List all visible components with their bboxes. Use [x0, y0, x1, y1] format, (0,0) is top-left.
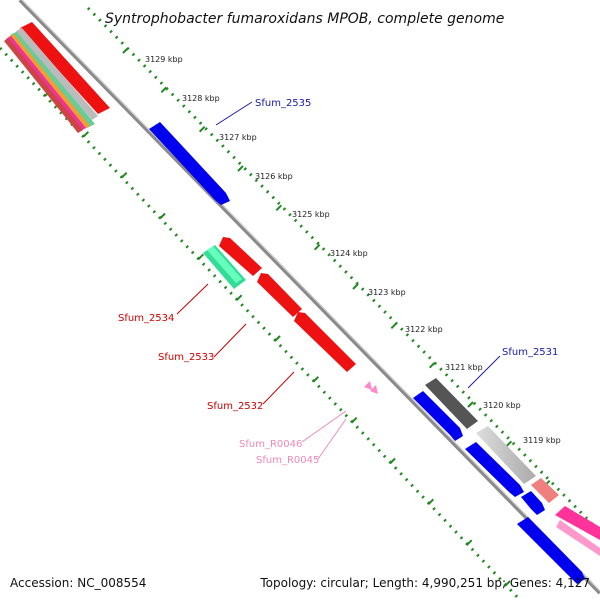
- scale-label: 3122 kbp: [405, 325, 443, 334]
- gene-arrow-sfum-2535: [149, 122, 230, 205]
- scale-tick: [427, 498, 435, 506]
- scale-tick: [122, 47, 129, 54]
- genome-backbone: [18, 0, 600, 595]
- gene-arrow: [413, 391, 463, 441]
- label-callouts: [176, 101, 501, 460]
- scale-tick: [120, 171, 128, 179]
- rna-genes: [364, 381, 378, 394]
- scale-tick: [313, 243, 321, 251]
- gene-block-highlight: [207, 246, 242, 283]
- genome-backbone-highlight: [21, 0, 600, 592]
- scale-label: 3121 kbp: [445, 363, 483, 372]
- scale-label: 3129 kbp: [145, 55, 183, 64]
- scale-label: 3127 kbp: [219, 133, 257, 142]
- genome-summary-text: Topology: circular; Length: 4,990,251 bp…: [260, 576, 590, 590]
- scale-tick: [428, 361, 436, 369]
- accession-text: Accession: NC_008554: [10, 576, 147, 590]
- scale-tick: [505, 440, 513, 448]
- scale-tick: [504, 580, 511, 587]
- scale-label: 3124 kbp: [330, 249, 368, 258]
- gene-block-sfum-2531: [425, 378, 478, 429]
- scale-tick: [159, 212, 166, 220]
- scale-tick: [197, 253, 205, 261]
- gene-block: [555, 506, 600, 540]
- gene-label-sfum-2535: Sfum_2535: [255, 98, 311, 109]
- feature-band-upper-left: [4, 22, 110, 133]
- forward-genes: [149, 122, 585, 584]
- outer-scale-ticks: [122, 47, 589, 526]
- gene-label-sfum-2533: Sfum_2533: [158, 352, 214, 363]
- rna-arrow-sfum-r0046: [364, 381, 372, 390]
- gene-label-sfum-r0045: Sfum_R0045: [256, 455, 319, 466]
- scale-tick: [274, 335, 281, 342]
- scale-tick: [389, 457, 396, 465]
- scale-label: 3125 kbp: [292, 210, 330, 219]
- scale-label: 3126 kbp: [255, 172, 293, 181]
- scale-label: 3120 kbp: [483, 401, 521, 410]
- scale-tick: [82, 131, 90, 138]
- gene-arrow-sfum-2533: [219, 237, 262, 276]
- scale-labels: 3129 kbp 3128 kbp 3127 kbp 3126 kbp 3125…: [145, 55, 561, 445]
- gene-label-sfum-2531: Sfum_2531: [502, 347, 558, 358]
- gene-labels: Sfum_2535 Sfum_2531 Sfum_2534 Sfum_2533 …: [118, 98, 558, 466]
- scale-label: 3119 kbp: [523, 436, 561, 445]
- scale-tick: [237, 165, 244, 172]
- scale-tick: [198, 125, 206, 133]
- scale-tick: [390, 322, 398, 330]
- gene-block: [556, 520, 600, 556]
- gene-arrow: [521, 491, 545, 515]
- map-title: Syntrophobacter fumaroxidans MPOB, compl…: [105, 11, 504, 27]
- rna-arrow-sfum-r0045: [370, 385, 378, 394]
- inner-scale-ticks: [44, 90, 511, 587]
- scale-tick: [465, 539, 473, 546]
- scale-label: 3123 kbp: [368, 288, 406, 297]
- gene-arrow: [257, 273, 302, 317]
- scale-label: 3128 kbp: [182, 94, 220, 103]
- scale-tick: [467, 401, 474, 408]
- scale-tick: [352, 283, 359, 290]
- gene-label-sfum-2532: Sfum_2532: [207, 401, 263, 412]
- scale-tick: [160, 86, 168, 94]
- outer-scale-line: [86, 6, 600, 534]
- gene-arrow-sfum-2532: [294, 312, 356, 372]
- gene-label-sfum-r0046: Sfum_R0046: [239, 439, 302, 450]
- scale-tick: [312, 376, 320, 383]
- scale-tick: [235, 294, 243, 301]
- scale-tick: [350, 416, 358, 424]
- gene-arrow: [517, 517, 585, 584]
- gene-label-sfum-2534: Sfum_2534: [118, 313, 174, 324]
- reverse-genes: [219, 237, 600, 556]
- gene-block: [531, 478, 559, 503]
- gene-block: [476, 426, 536, 484]
- scale-tick: [275, 204, 283, 212]
- gene-arrow: [465, 442, 524, 497]
